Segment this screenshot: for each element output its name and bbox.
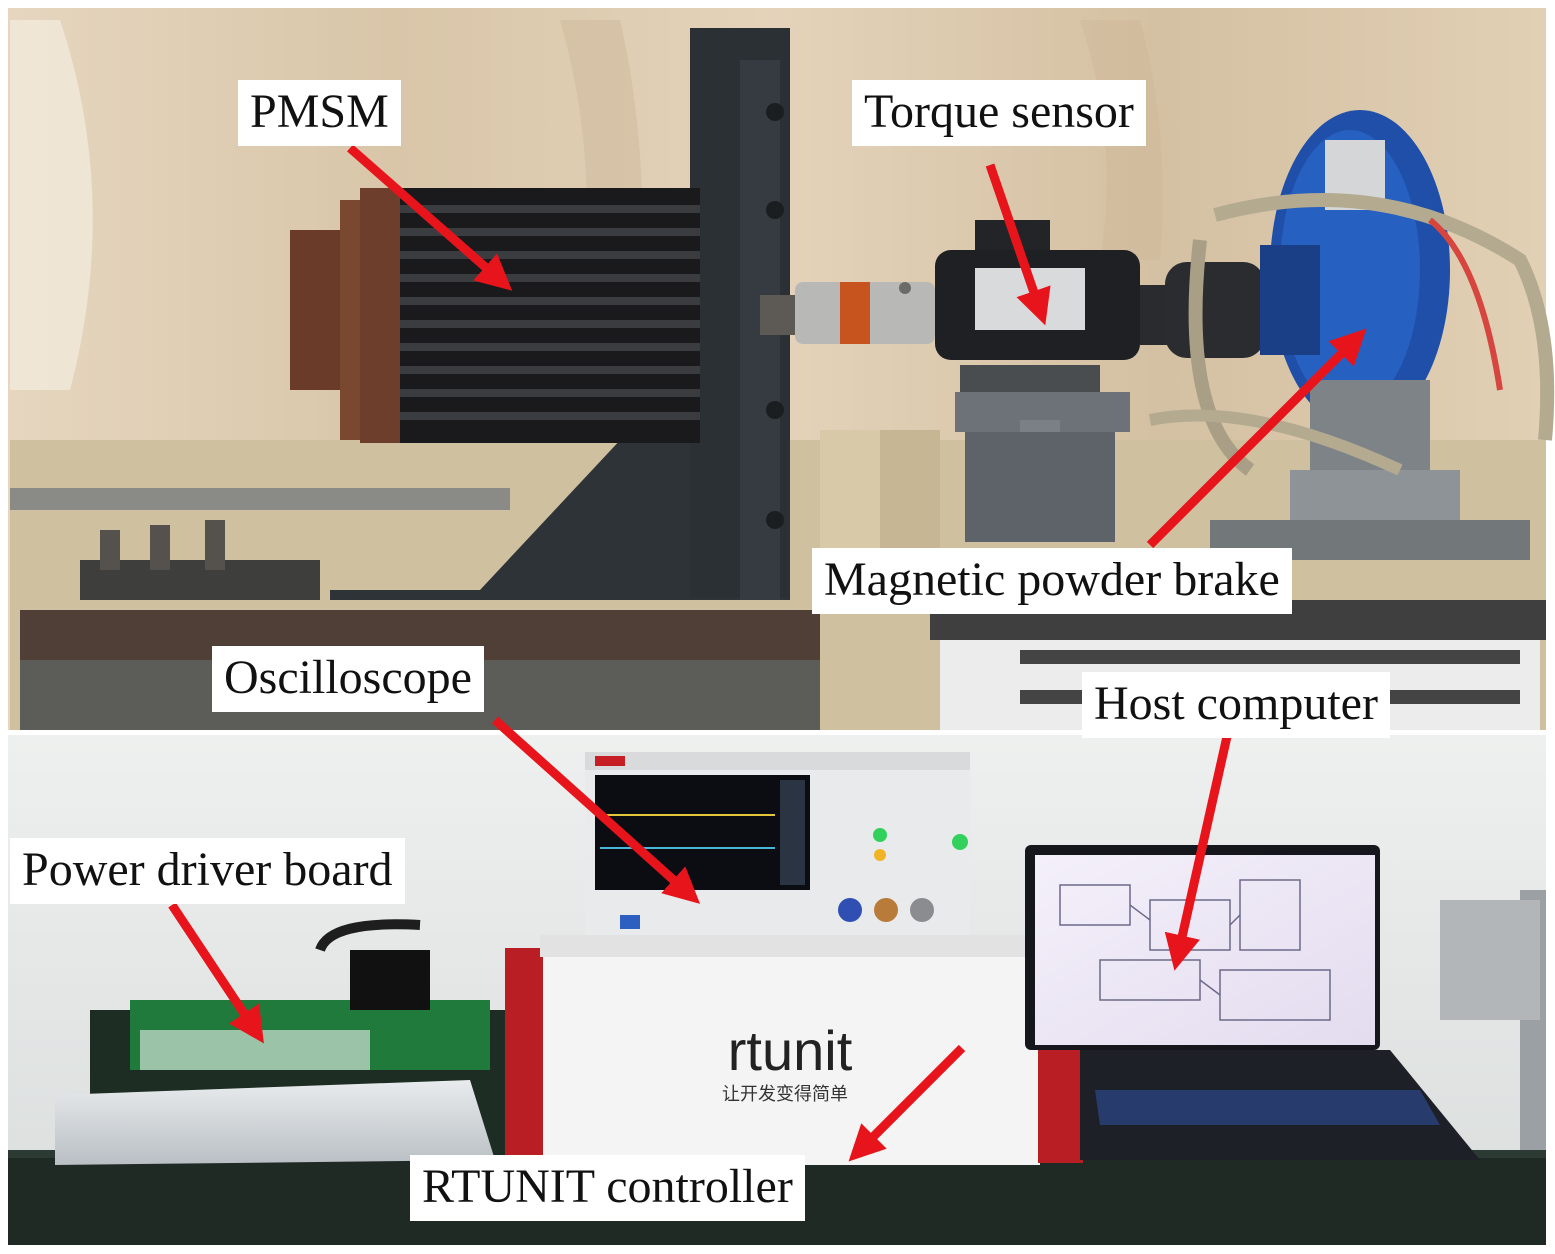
arrow-torque-sensor <box>985 163 1051 326</box>
label-torque-sensor: Torque sensor <box>852 80 1146 146</box>
arrow-power-driver-board <box>168 902 264 1044</box>
arrow-pmsm <box>347 144 513 291</box>
arrow-magnetic-powder-brake <box>1146 328 1367 549</box>
tie-rod <box>10 488 510 510</box>
arrow-host-computer <box>1164 731 1233 971</box>
oscilloscope <box>585 752 970 940</box>
label-host-computer: Host computer <box>1082 672 1390 738</box>
host-computer-laptop <box>1025 845 1480 1160</box>
label-power-driver-board: Power driver board <box>10 838 405 904</box>
label-oscilloscope: Oscilloscope <box>212 646 484 712</box>
controller-logo-text: rtunit <box>728 1019 853 1082</box>
annotation-arrows <box>168 144 1367 1162</box>
mounting-bracket <box>330 28 790 600</box>
label-magnetic-powder-brake: Magnetic powder brake <box>812 548 1292 614</box>
controller-slogan-text: 让开发变得简单 <box>722 1084 848 1105</box>
curtain-fold <box>10 20 93 390</box>
arrow-rtunit-controller <box>848 1044 966 1162</box>
label-rtunit-controller: RTUNIT controller <box>410 1155 805 1221</box>
arrow-oscilloscope <box>491 716 701 904</box>
label-pmsm: PMSM <box>238 80 401 146</box>
pmsm-motor <box>290 188 700 443</box>
